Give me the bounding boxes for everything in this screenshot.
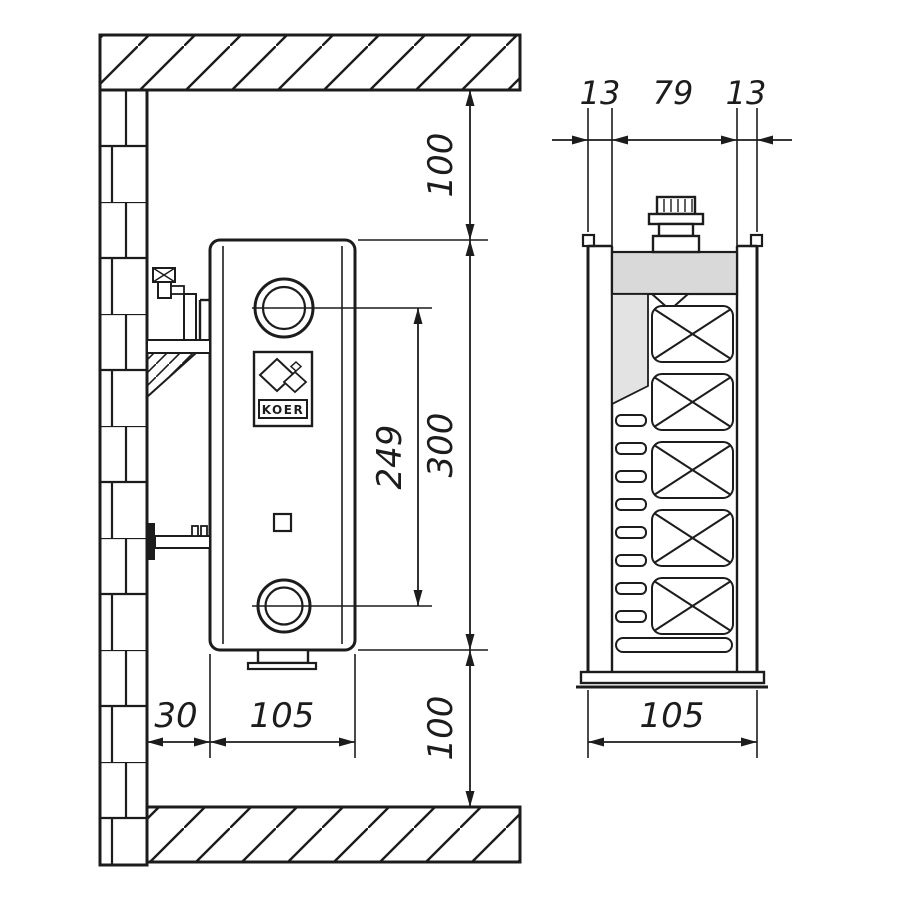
panel-tab	[749, 233, 764, 248]
wall-bracket-bottom	[148, 523, 211, 560]
bracket-arm	[146, 339, 211, 354]
bottom-grille	[576, 670, 768, 689]
brand-text: KOER	[262, 403, 304, 417]
valve-neck	[657, 222, 695, 238]
arrow	[588, 737, 604, 747]
bracket-screw	[148, 523, 155, 560]
arrow	[413, 590, 423, 606]
dim-depth: 105	[250, 696, 315, 736]
dim-right-panel: 13	[726, 74, 767, 112]
dim-overall-width: 105	[640, 696, 705, 736]
bottom-connection-port	[256, 578, 312, 634]
arrow	[465, 240, 475, 256]
fin-slot	[615, 526, 647, 539]
top-connection-port	[253, 277, 315, 339]
logo-text-box	[258, 399, 308, 419]
water-channel	[611, 293, 649, 406]
valve-cap	[655, 195, 697, 216]
fin-slot-wide	[615, 637, 733, 653]
valve-link	[170, 285, 185, 295]
fin-slot	[615, 470, 647, 483]
fin-slot	[615, 582, 647, 595]
dim-left-panel: 13	[580, 74, 621, 112]
bracket-arm-lower	[154, 535, 211, 549]
side-view-dimensions: 100 300 249 100 30 105	[147, 90, 488, 807]
dim-bottom-clearance: 100	[421, 696, 461, 761]
bottom-connection-port-inner	[264, 586, 304, 626]
valve-body	[157, 281, 172, 299]
logo-diamond-small	[282, 370, 308, 394]
bottom-plate	[579, 670, 766, 685]
top-header	[610, 250, 739, 296]
dim-core: 79	[653, 74, 694, 112]
fin-slot	[615, 554, 647, 567]
air-vent-valve	[647, 195, 705, 254]
floor-slab	[145, 805, 522, 864]
fin-cross	[653, 308, 732, 360]
panel-tab	[581, 233, 596, 248]
arrow	[572, 135, 588, 145]
fin-cross	[653, 376, 732, 428]
panel-left	[581, 233, 614, 672]
valve-head-cross	[152, 267, 176, 283]
arrow	[465, 791, 475, 807]
fin-slot	[615, 498, 647, 511]
bottom-outlet-flange	[246, 661, 318, 671]
arrow	[465, 224, 475, 240]
koer-logo: KOER	[252, 350, 314, 428]
arrow	[465, 90, 475, 106]
fin-cross	[653, 512, 732, 564]
arrow	[741, 737, 757, 747]
logo-diamond-tiny	[289, 360, 303, 373]
radiator-side: KOER	[208, 238, 432, 671]
arrow	[339, 737, 355, 747]
dim-wall-distance: 30	[154, 696, 197, 736]
arrow	[465, 650, 475, 666]
panel-right	[735, 233, 764, 672]
wall-bracket-top	[146, 267, 211, 400]
arrow	[210, 737, 226, 747]
section-view-dimensions: 13 79 13 105	[552, 74, 792, 758]
dim-connection-spacing: 249	[370, 425, 410, 490]
arrow	[721, 135, 737, 145]
installation-side-view: KOER	[98, 33, 522, 867]
convector-fins	[615, 305, 734, 653]
arrow	[757, 135, 773, 145]
valve-base	[651, 234, 701, 254]
fin-slot	[615, 610, 647, 623]
arrow	[194, 737, 210, 747]
dim-radiator-height: 300	[421, 413, 461, 478]
bottom-outlet	[256, 648, 310, 665]
cross-section-view: 13 79 13 105	[552, 74, 792, 758]
arrow	[413, 308, 423, 324]
brick-wall	[98, 88, 149, 867]
vent-square	[272, 512, 293, 533]
header-notch	[649, 293, 691, 312]
bracket-clip	[191, 525, 199, 537]
arrow	[147, 737, 163, 747]
arrow	[465, 634, 475, 650]
dim-top-clearance: 100	[421, 133, 461, 198]
bracket-clip	[200, 525, 208, 537]
arrow	[612, 135, 628, 145]
fin-slot	[615, 442, 647, 455]
bracket-rod	[183, 293, 197, 345]
top-connection-port-inner	[261, 285, 307, 331]
fin-cross	[653, 444, 732, 496]
wall-anchor-wedge	[146, 352, 199, 400]
valve-flange	[647, 212, 705, 226]
fin-cross	[653, 580, 732, 632]
fin-slot	[615, 414, 647, 427]
ceiling-slab	[98, 33, 522, 92]
